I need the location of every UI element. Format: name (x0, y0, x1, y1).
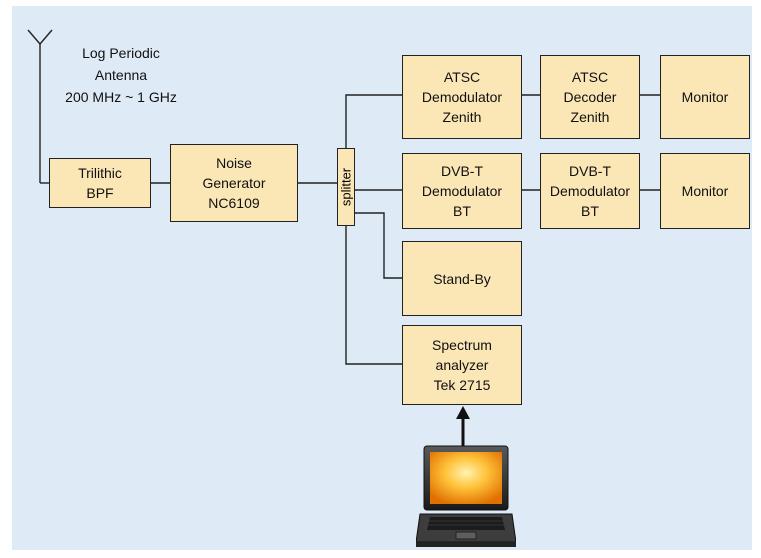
splitter-label: splitter (338, 167, 354, 207)
dvbt-demodulator-1-label: DVB-T Demodulator BT (421, 163, 503, 219)
atsc-decoder-label: ATSC Decoder Zenith (563, 69, 617, 125)
bpf-block: Trilithic BPF (49, 158, 151, 208)
laptop-icon (416, 445, 516, 547)
dvbt-demodulator-block-1: DVB-T Demodulator BT (402, 153, 522, 229)
spectrum-analyzer-label: Spectrum analyzer Tek 2715 (432, 337, 492, 393)
monitor-2-label: Monitor (681, 183, 729, 199)
antenna-label: Log Periodic Antenna 200 MHz ~ 1 GHz (56, 42, 186, 108)
arrow-up-icon (456, 406, 470, 447)
standby-label: Stand-By (433, 270, 491, 287)
dvbt-demodulator-2-label: DVB-T Demodulator BT (549, 163, 631, 219)
monitor-block-1: Monitor (660, 55, 750, 139)
atsc-demodulator-block: ATSC Demodulator Zenith (402, 55, 522, 139)
antenna-label-line2: Antenna (94, 67, 148, 83)
atsc-demodulator-label: ATSC Demodulator Zenith (421, 69, 503, 125)
spectrum-analyzer-block: Spectrum analyzer Tek 2715 (402, 325, 522, 405)
dvbt-demodulator-block-2: DVB-T Demodulator BT (540, 153, 640, 229)
atsc-decoder-block: ATSC Decoder Zenith (540, 55, 640, 139)
standby-block: Stand-By (402, 241, 522, 316)
bpf-label: Trilithic BPF (78, 165, 122, 201)
antenna-label-line1: Log Periodic (82, 45, 160, 61)
noise-generator-label: Noise Generator NC6109 (202, 155, 266, 211)
monitor-1-label: Monitor (681, 89, 729, 105)
antenna-label-line3: 200 MHz ~ 1 GHz (65, 89, 177, 105)
antenna-icon (27, 29, 53, 184)
monitor-block-2: Monitor (660, 153, 750, 229)
splitter-block: splitter (337, 148, 355, 226)
noise-generator-block: Noise Generator NC6109 (170, 144, 298, 222)
